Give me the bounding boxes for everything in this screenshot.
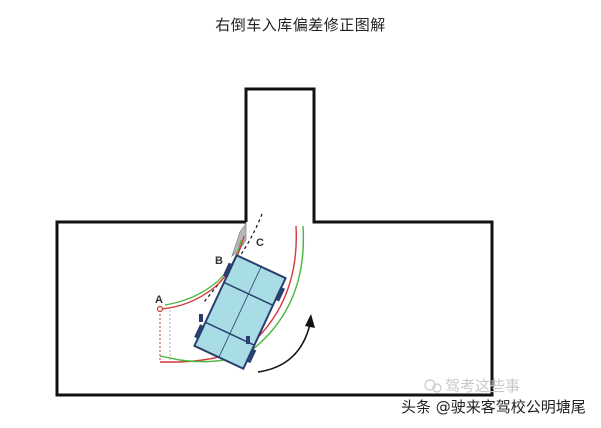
wechat-watermark: 驾考这些事: [424, 377, 520, 395]
garage-outline: [55, 87, 494, 397]
watermark-bottom-text: 头条 @驶来客驾校公明塘尾: [401, 398, 586, 416]
diagram-title: 右倒车入库偏差修正图解: [215, 16, 386, 34]
side-mark-right: [246, 336, 250, 344]
label-b: B: [215, 255, 223, 267]
dashed-guide-line: [203, 213, 263, 303]
car: [193, 253, 287, 371]
wheel-front-right: [274, 286, 286, 302]
rotation-arrow-head: [305, 314, 315, 328]
rotation-arrow: [257, 323, 311, 373]
label-a: A: [155, 294, 163, 306]
inner-arc-green: [164, 239, 242, 306]
wheel-rear-right: [245, 348, 257, 364]
inner-arc-red: [159, 235, 245, 310]
wheel-rear-left: [194, 324, 205, 340]
car-center-line: [218, 266, 262, 358]
outer-arc-green: [159, 225, 305, 363]
side-mark-left: [199, 314, 203, 322]
watermark-faint-text: 驾考这些事: [445, 377, 520, 395]
wechat-icon-2: [432, 383, 442, 393]
wheel-front-left: [222, 262, 234, 278]
point-a-marker: [156, 305, 164, 313]
label-c: C: [256, 237, 264, 249]
